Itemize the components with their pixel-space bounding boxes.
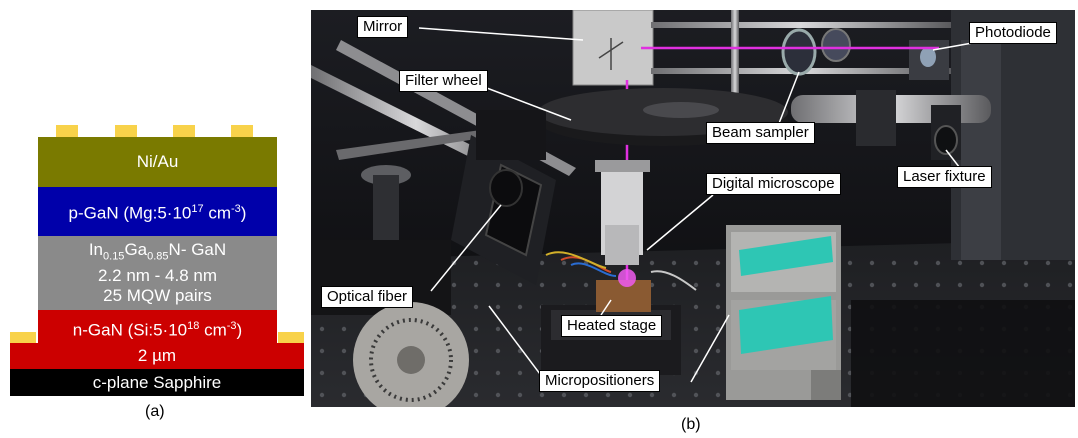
bottom-contact-pad — [278, 332, 304, 343]
top-contact-pad — [56, 125, 78, 137]
layer-mqw-thickness: 2.2 nm - 4.8 nm — [97, 266, 218, 286]
top-contact-pad — [115, 125, 137, 137]
label-mirror: Mirror — [357, 16, 409, 38]
experimental-setup-photo: Mirror Photodiode Filter wheel Beam samp… — [311, 10, 1075, 407]
label-optical-fiber: Optical fiber — [321, 286, 414, 308]
label-laser-fixture: Laser fixture — [897, 166, 992, 188]
label-filter-wheel: Filter wheel — [399, 70, 488, 92]
layer-sapphire-label: c-plane Sapphire — [92, 372, 222, 392]
layer-mqw: In0.15Ga0.85N- GaN 2.2 nm - 4.8 nm 25 MQ… — [38, 236, 277, 310]
top-contact-pad — [231, 125, 253, 137]
label-beam-sampler: Beam sampler — [706, 122, 815, 144]
label-micropositioners: Micropositioners — [539, 370, 661, 392]
top-contact-pad — [173, 125, 195, 137]
layer-n-gan: n-GaN (Si:5·1018 cm-3) — [38, 310, 277, 343]
layer-n-gan-base: 2 µm — [10, 343, 304, 369]
layer-n-gan-label: n-GaN (Si:5·1018 cm-3) — [72, 320, 243, 340]
label-heated-stage: Heated stage — [561, 315, 663, 337]
caption-b: (b) — [681, 416, 701, 433]
layer-ni-au: Ni/Au — [38, 137, 277, 187]
layer-sapphire: c-plane Sapphire — [10, 369, 304, 396]
layer-p-gan: p-GaN (Mg:5·1017 cm-3) — [38, 187, 277, 236]
label-digital-microscope: Digital microscope — [706, 173, 841, 195]
layer-p-gan-label: p-GaN (Mg:5·1017 cm-3) — [68, 203, 247, 223]
layer-n-gan-thickness: 2 µm — [137, 346, 177, 365]
layer-mqw-composition: In0.15Ga0.85N- GaN — [88, 239, 227, 263]
label-photodiode: Photodiode — [969, 22, 1057, 44]
layer-mqw-pairs: 25 MQW pairs — [103, 286, 212, 306]
caption-a: (a) — [145, 403, 165, 420]
layer-ni-au-label: Ni/Au — [136, 152, 179, 171]
bottom-contact-pad — [10, 332, 36, 343]
